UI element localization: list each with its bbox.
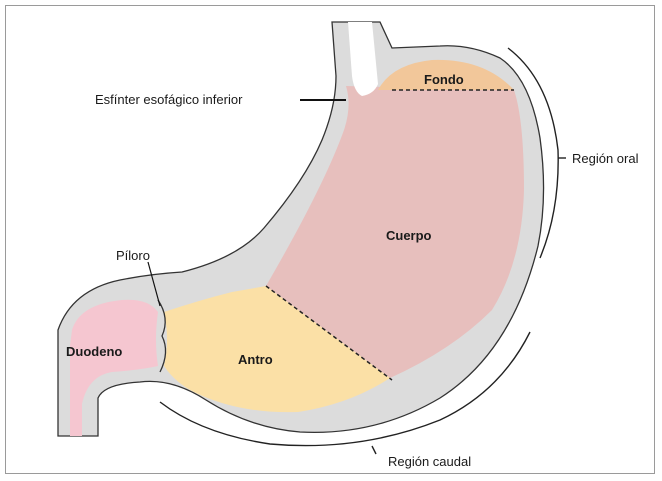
antro-label: Antro xyxy=(238,352,273,367)
caudal-region-tick xyxy=(372,446,376,454)
duodeno-label: Duodeno xyxy=(66,344,122,359)
region-caudal-label: Región caudal xyxy=(388,454,471,469)
esfinter-label: Esfínter esofágico inferior xyxy=(95,92,243,107)
piloro-label: Píloro xyxy=(116,248,150,263)
region-oral-label: Región oral xyxy=(572,151,639,166)
fondo-label: Fondo xyxy=(424,72,464,87)
cuerpo-label: Cuerpo xyxy=(386,228,432,243)
